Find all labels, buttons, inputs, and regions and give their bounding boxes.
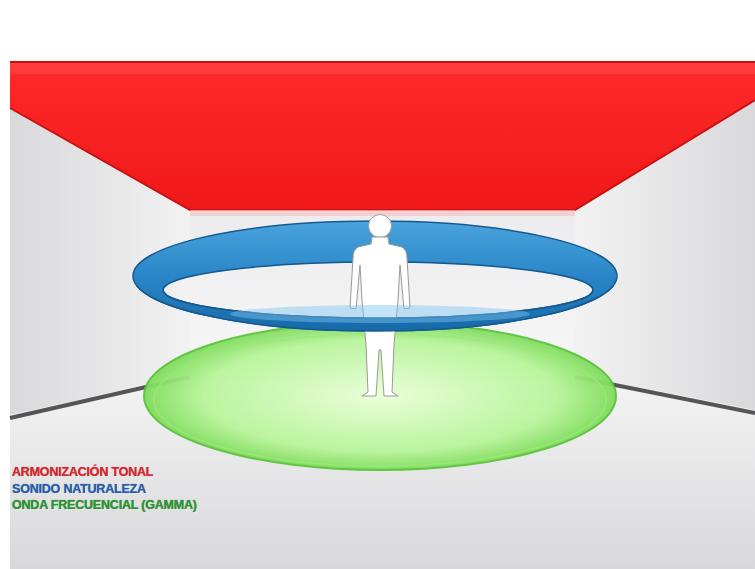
ring-highlight <box>230 305 530 323</box>
ceiling-edge <box>10 62 755 74</box>
ceiling-edge <box>10 61 755 63</box>
legend: ARMONIZACIÓN TONAL SONIDO NATURALEZA ONDA … <box>12 464 197 514</box>
legend-entry: ARMONIZACIÓN TONAL <box>12 464 197 481</box>
green-disc-rim <box>154 334 606 466</box>
legend-text: ARMONIZACIÓN TONAL <box>12 465 153 479</box>
person-head <box>369 215 392 238</box>
blue-ring-front <box>133 286 617 331</box>
ceiling-edge <box>10 100 755 210</box>
legend-text: SONIDO NATURALEZA <box>12 482 146 496</box>
room-background <box>10 62 755 569</box>
legend-text: ONDA FRECUENCIAL (GAMMA) <box>12 498 197 512</box>
legend-entry: SONIDO NATURALEZA <box>12 481 197 498</box>
legend-entry: ONDA FRECUENCIAL (GAMMA) <box>12 497 197 514</box>
ceiling-panel <box>10 62 755 210</box>
